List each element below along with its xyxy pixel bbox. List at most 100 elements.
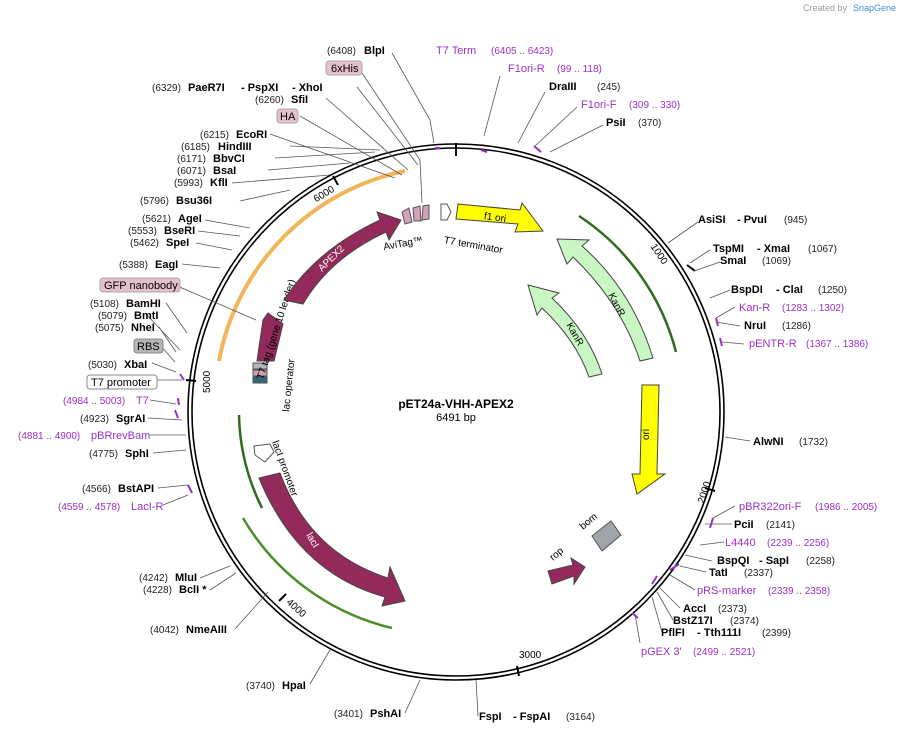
site-hindiii: HindIII [218, 141, 252, 153]
tick-1000: 1000 [648, 242, 696, 272]
feature-label: rop [548, 545, 566, 563]
feature-6xhis: 6xHis [331, 63, 359, 75]
site-bspdi: BspDI [731, 284, 763, 296]
site-clai: - ClaI [776, 284, 803, 296]
primer-position: (2239 .. 2256) [767, 538, 829, 549]
site-position: (370) [638, 118, 661, 129]
primer-pbr322ori-f: pBR322ori-F [739, 501, 802, 513]
laci-arc [241, 517, 393, 630]
site-position: (1250) [818, 285, 847, 296]
site-position: (2141) [766, 520, 795, 531]
tick-label: 3000 [519, 650, 542, 661]
site-position: (1069) [762, 256, 791, 267]
site-mlui: MluI [175, 572, 197, 584]
feature-laci [258, 472, 406, 607]
site-nhei: NheI [131, 322, 155, 334]
site-position: (2373) [718, 604, 747, 615]
site-position: (5075) [95, 323, 124, 334]
site-position: (6215) [200, 130, 229, 141]
left-labels: (6408) BlpI 6xHis (6329) PaeR7I - PspXI … [18, 45, 401, 720]
site-smai: SmaI [720, 255, 746, 267]
primer-position: (4559 .. 4578) [58, 502, 120, 513]
primer-position: (1986 .. 2005) [815, 502, 877, 513]
site-position: (5030) [88, 360, 117, 371]
site-fspai: - FspAI [513, 711, 550, 723]
tick-label: 4000 [284, 597, 308, 620]
primer-prs-marker: pRS-marker [697, 585, 757, 597]
primer-l4440: L4440 [725, 537, 756, 549]
site-position: (6171) [177, 154, 206, 165]
site-position: (1067) [808, 244, 837, 255]
site-psii: PsiI [606, 117, 626, 129]
site-agei: AgeI [178, 213, 202, 225]
snapgene-logo: SnapGene [853, 3, 896, 13]
site-position: (5079) [98, 311, 127, 322]
site-draiii: DraIII [549, 81, 577, 93]
site-bsu36i: Bsu36I [176, 195, 212, 207]
site-position: (5553) [128, 226, 157, 237]
site-position: (3164) [566, 712, 595, 723]
site-bspqi: BspQI [717, 555, 749, 567]
site-asisi: AsiSI [698, 214, 726, 226]
site-tati: TatI [709, 567, 728, 579]
primer-position: (4984 .. 5003) [63, 396, 125, 407]
site-sgrai: SgrAI [116, 413, 145, 425]
site-bmti: BmtI [134, 310, 158, 322]
feature-t7-terminator [440, 203, 452, 221]
site-position: (5796) [140, 196, 169, 207]
site-position: (6185) [181, 142, 210, 153]
primer-laci-r: LacI-R [131, 501, 163, 513]
tick-6000: 6000 [312, 175, 339, 205]
primer-markers [174, 145, 723, 619]
site-position: (2399) [762, 628, 791, 639]
site-bcli: BclI * [179, 584, 207, 596]
primer-position: (99 .. 118) [557, 64, 602, 75]
site-pspxi: - PspXI [241, 82, 278, 94]
tick-5000: 5000 [185, 370, 213, 393]
site-blpi: BlpI [364, 45, 385, 57]
feature-gfp-nanobody: GFP nanobody [104, 280, 178, 292]
feature-ha: HA [280, 111, 296, 123]
tick-label: 5000 [202, 370, 213, 393]
site-eagi: EagI [155, 259, 178, 271]
site-position: (4228) [143, 585, 172, 596]
feature-rop [547, 556, 586, 586]
feature-f1-ori [455, 201, 544, 233]
site-position: (4775) [89, 449, 118, 460]
site-sfii: SfiI [291, 94, 308, 106]
site-xbai: XbaI [124, 359, 147, 371]
credit-text: Created by [803, 3, 848, 13]
laci-promoter-arc [237, 414, 264, 509]
site-position: (5462) [130, 238, 159, 249]
site-ecori: EcoRI [236, 129, 267, 141]
leader-lines [145, 52, 751, 717]
feature-label: bom [578, 511, 600, 532]
feature-laci-promoter [253, 443, 275, 463]
site-position: (5108) [90, 299, 119, 310]
feature-lac-operator [252, 376, 268, 384]
site-bsai: BsaI [213, 165, 236, 177]
site-pflfi: PflFI [661, 627, 685, 639]
site-bbvci: BbvCI [213, 153, 245, 165]
site-acci: AccI [683, 603, 706, 615]
site-paer7i: PaeR7I [188, 82, 225, 94]
site-position: (945) [784, 215, 807, 226]
plasmid-size: 6491 bp [436, 412, 476, 424]
feature-small-grey [252, 362, 268, 370]
site-sapi: - SapI [759, 555, 789, 567]
site-nmeaiii: NmeAIII [186, 624, 227, 636]
primer-position: (2339 .. 2358) [768, 586, 830, 597]
site-kfli: KflI [210, 177, 228, 189]
feature-ori [631, 384, 667, 495]
feature-label: ori [641, 429, 652, 440]
feature-apex2 [283, 211, 402, 305]
right-labels: T7 Term (6405 .. 6423) F1ori-R (99 .. 11… [436, 45, 877, 723]
feature-kanr [556, 238, 654, 362]
site-position: (245) [597, 82, 620, 93]
primer-position: (4881 .. 4900) [18, 431, 80, 442]
tick-3000: 3000 [516, 650, 542, 677]
site-hpai: HpaI [282, 680, 306, 692]
site-position: (4566) [82, 484, 111, 495]
site-position: (6329) [152, 83, 181, 94]
